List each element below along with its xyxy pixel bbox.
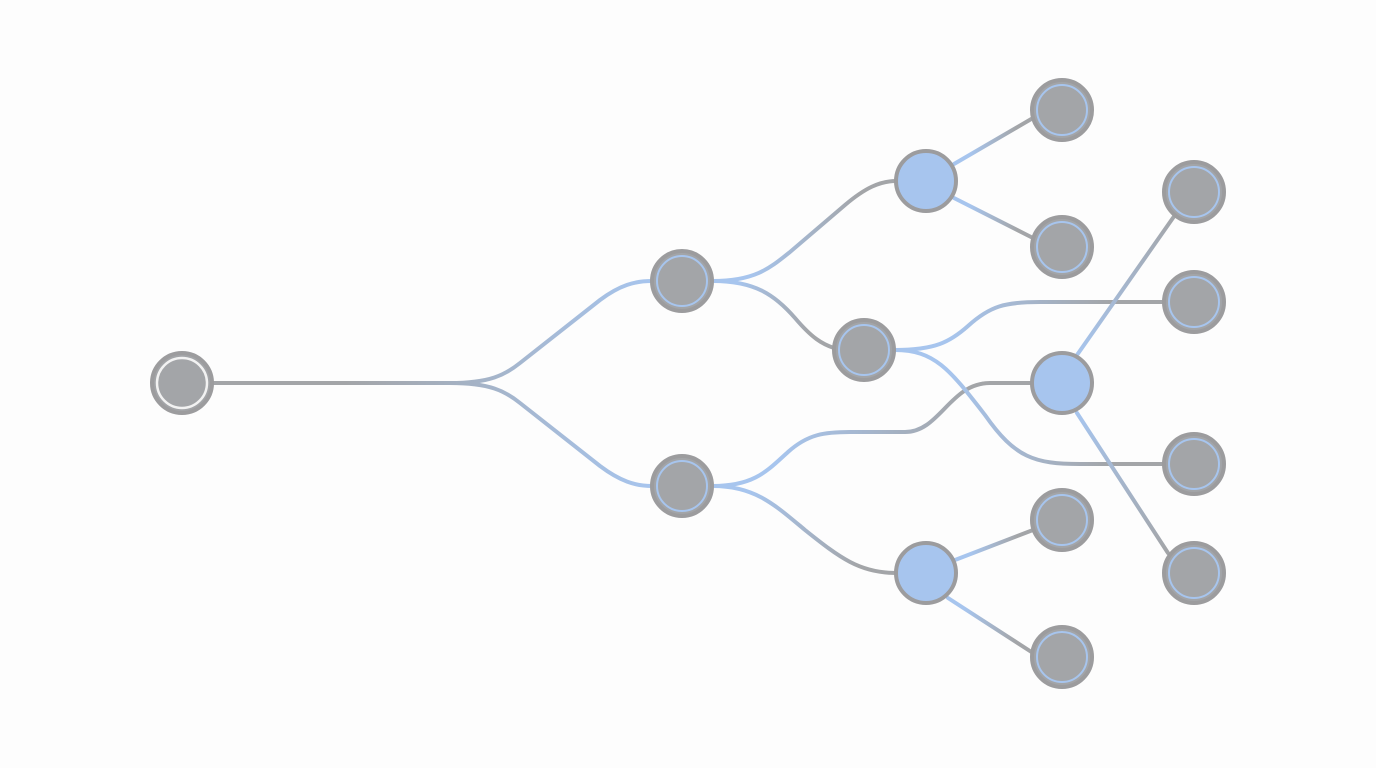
node-ring [1036, 84, 1088, 136]
edge-a-c [711, 179, 898, 283]
edge-c-l1 [952, 116, 1035, 166]
node-l2[interactable] [1030, 215, 1094, 279]
node-ring [838, 324, 890, 376]
node-ring [656, 255, 708, 307]
node-l8[interactable] [1030, 625, 1094, 689]
node-ring [1168, 547, 1220, 599]
node-root[interactable] [150, 351, 214, 415]
node-e[interactable] [894, 541, 958, 605]
edge-b-e [711, 484, 898, 575]
node-f[interactable] [1030, 351, 1094, 415]
edge-e-l7 [953, 528, 1035, 562]
node-ring [656, 460, 708, 512]
node-l6[interactable] [1162, 541, 1226, 605]
edge-root-b [211, 381, 654, 488]
edge-d-l5 [893, 348, 1165, 466]
node-l1[interactable] [1030, 78, 1094, 142]
node-ring [155, 356, 209, 410]
node-l4[interactable] [1162, 270, 1226, 334]
node-ring [1036, 221, 1088, 273]
edge-e-l8 [946, 596, 1035, 655]
node-ring [1168, 166, 1220, 218]
node-d[interactable] [832, 318, 896, 382]
node-l3[interactable] [1162, 160, 1226, 224]
edge-f-l6 [1075, 411, 1170, 555]
edge-root-a [211, 279, 654, 385]
node-b[interactable] [650, 454, 714, 518]
edge-c-l2 [952, 196, 1035, 240]
node-c[interactable] [894, 149, 958, 213]
edge-d-l4 [893, 300, 1165, 352]
node-l5[interactable] [1162, 432, 1226, 496]
node-a[interactable] [650, 249, 714, 313]
node-ring [1036, 631, 1088, 683]
node-ring [1168, 276, 1220, 328]
node-ring [1036, 494, 1088, 546]
edge-f-l3 [1075, 213, 1177, 357]
edge-a-d [711, 279, 836, 350]
node-l7[interactable] [1030, 488, 1094, 552]
node-ring [1168, 438, 1220, 490]
edge-b-f [711, 381, 1033, 488]
